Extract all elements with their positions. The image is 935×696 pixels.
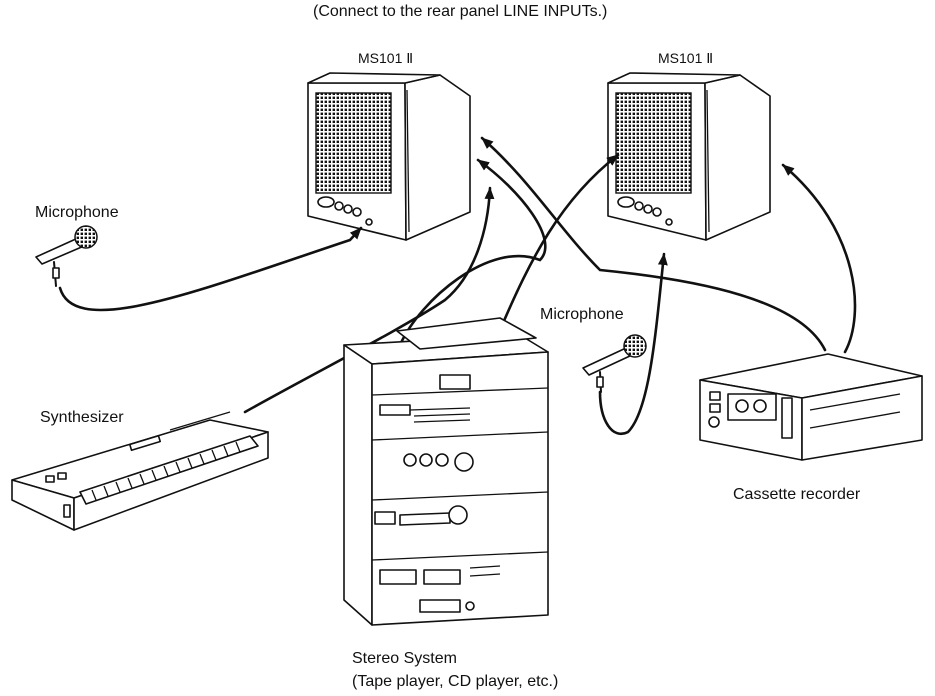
speaker-right [607, 72, 771, 241]
cables [58, 136, 857, 435]
cable-cassette-to-speaker-right [781, 163, 857, 354]
stereo-system-detail-label: (Tape player, CD player, etc.) [352, 673, 559, 690]
stereo-system-icon [343, 317, 549, 626]
cable-stereo-to-speaker-right [498, 153, 620, 332]
speaker-left [307, 72, 471, 241]
stereo-system-label: Stereo System [352, 650, 457, 667]
cable-synth-to-speaker-left [243, 186, 495, 414]
speaker-left-label: MS101 Ⅱ [358, 50, 414, 66]
cable-stereo-to-speaker-left [398, 158, 547, 347]
microphone-center-icon [582, 334, 647, 393]
cassette-recorder-label: Cassette recorder [733, 486, 861, 503]
line-inputs-note: (Connect to the rear panel LINE INPUTs.) [313, 3, 608, 20]
microphone-left-icon [35, 225, 98, 287]
cable-mic-left-to-speaker-left [58, 226, 363, 312]
speaker-right-label: MS101 Ⅱ [658, 50, 714, 66]
synthesizer-label: Synthesizer [40, 409, 124, 426]
microphone-left-label: Microphone [35, 204, 119, 221]
cassette-recorder-icon [699, 353, 923, 461]
synthesizer-icon [11, 411, 269, 531]
cable-cassette-to-speaker-left [480, 136, 827, 352]
microphone-center-label: Microphone [540, 306, 624, 323]
cable-mic-center-to-speaker-right [598, 252, 668, 435]
